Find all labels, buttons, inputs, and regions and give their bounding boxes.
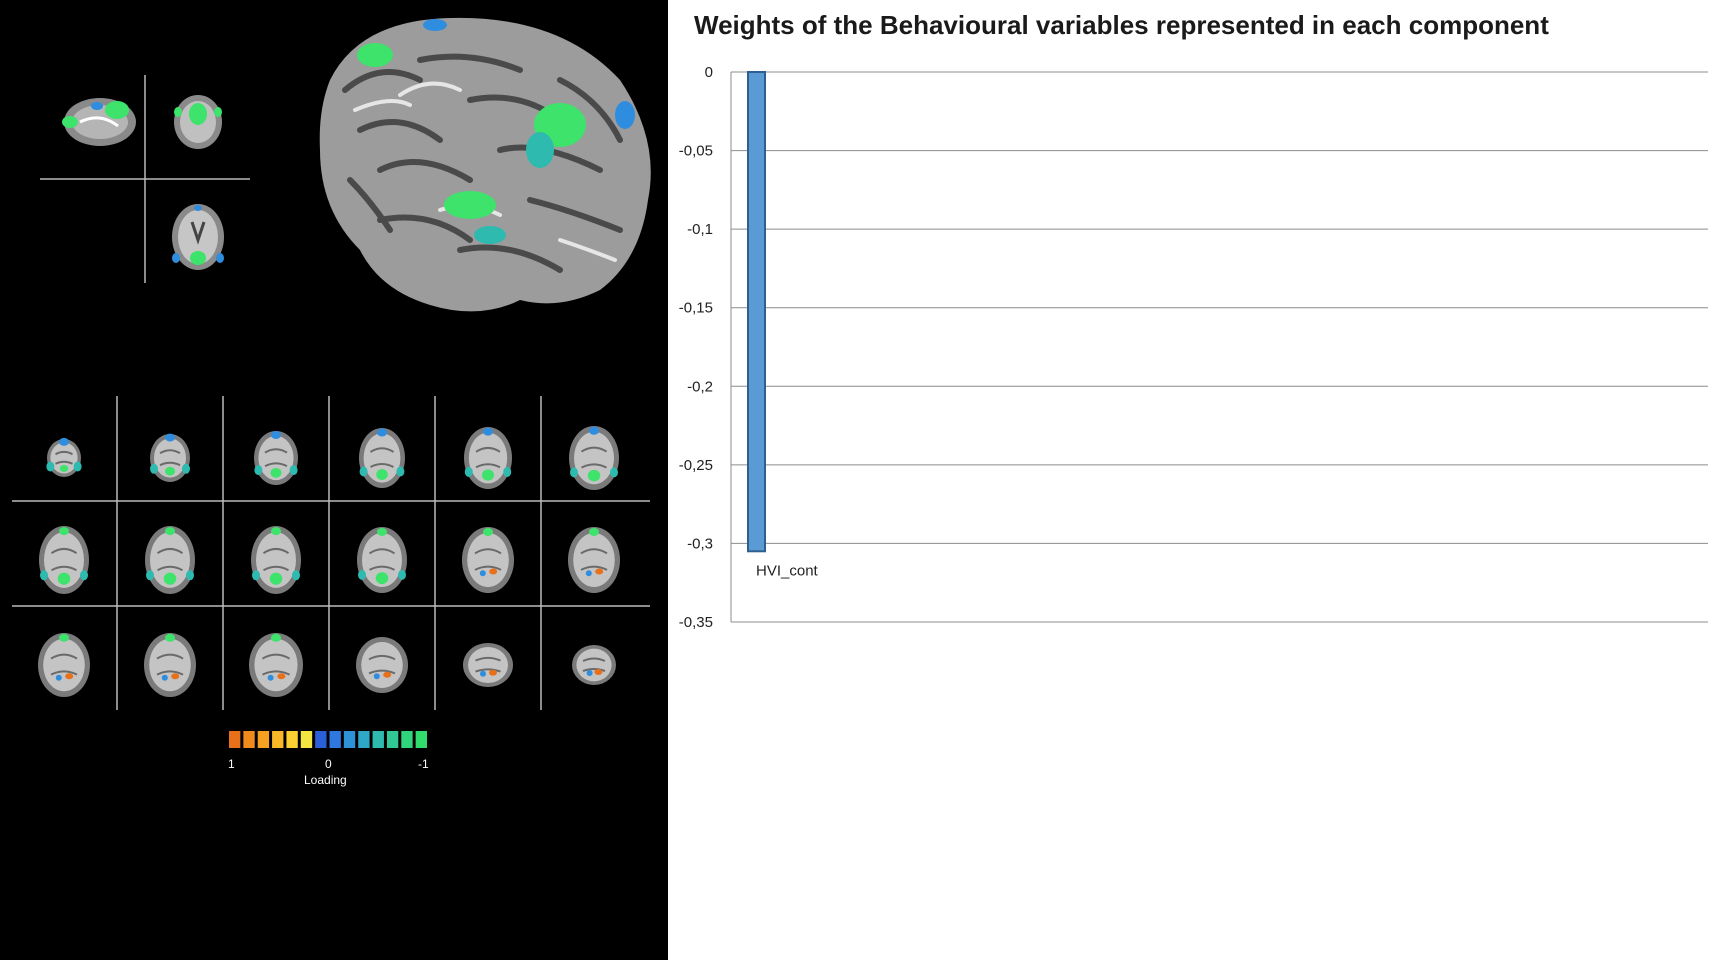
axial-slice-thumbnail — [464, 427, 512, 489]
colorbar-segment — [372, 731, 384, 748]
orthogonal-views — [40, 75, 250, 283]
colorbar-segment — [229, 731, 241, 748]
y-tick-label: -0,2 — [687, 378, 713, 395]
axial-slice-thumbnail — [569, 426, 619, 490]
axial-slice-thumbnail — [39, 526, 89, 594]
bar-chart-panel: Weights of the Behavioural variables rep… — [668, 0, 1713, 960]
chart-title: Weights of the Behavioural variables rep… — [694, 10, 1549, 40]
axial-slice-thumbnail — [254, 431, 298, 485]
category-label: HVI_cont — [756, 562, 819, 579]
axial-slice-thumbnail — [572, 645, 616, 685]
axial-slice-thumbnail — [359, 428, 405, 488]
colorbar-segment — [272, 731, 284, 748]
axial-slice-thumbnail — [462, 527, 514, 593]
brain-maps-image — [12, 17, 651, 748]
axial-slice — [172, 204, 224, 270]
colorbar-segment — [386, 731, 399, 748]
y-tick-label: -0,3 — [687, 535, 713, 552]
colorbar-segment — [415, 731, 427, 748]
colorbar-segment — [315, 731, 327, 748]
colorbar-label-max: 1 — [228, 757, 235, 771]
y-tick-label: -0,1 — [687, 221, 713, 238]
colorbar — [229, 731, 427, 748]
y-tick-label: -0,05 — [679, 143, 713, 160]
bar-chart: 0 -0,05 -0,1 -0,15 -0,2 -0,25 -0,3 -0,35 HVI_con… — [679, 64, 1708, 631]
bar-HVI_cont — [747, 71, 766, 553]
colorbar-segment — [401, 731, 413, 748]
colorbar-segment — [286, 731, 298, 748]
axial-slice-thumbnail — [463, 643, 513, 687]
colorbar-segment — [329, 731, 341, 748]
colorbar-title: Loading — [304, 773, 347, 787]
axial-slice-thumbnail — [46, 437, 82, 477]
axial-slice-thumbnail — [150, 433, 190, 482]
colorbar-segment — [358, 731, 370, 748]
colorbar-segment — [243, 731, 255, 748]
axial-slice-thumbnail — [568, 527, 620, 593]
axial-slice-thumbnail — [356, 637, 408, 693]
colorbar-label-mid: 0 — [325, 757, 332, 771]
colorbar-label-min: -1 — [418, 757, 429, 771]
axial-slice-thumbnail — [144, 633, 196, 697]
axial-slice-thumbnail — [249, 633, 303, 697]
colorbar-segment — [257, 731, 270, 748]
axial-slice-thumbnail — [251, 526, 301, 594]
y-tick-label: -0,15 — [679, 300, 713, 317]
y-tick-label: -0,25 — [679, 457, 713, 474]
coronal-slice — [174, 95, 222, 149]
y-tick-label: 0 — [705, 64, 713, 81]
axial-mosaic — [12, 396, 650, 710]
brain-figure-panel: 1 0 -1 Loading — [0, 0, 668, 960]
axial-slice-thumbnail — [145, 526, 195, 594]
colorbar-segment — [300, 731, 313, 748]
y-tick-label: -0,35 — [679, 614, 713, 631]
colorbar-segment — [343, 731, 356, 748]
axial-slice-thumbnail — [357, 527, 407, 593]
axial-slice-thumbnail — [38, 633, 90, 697]
sagittal-slice — [62, 98, 136, 146]
cortical-surface-render — [319, 17, 651, 312]
